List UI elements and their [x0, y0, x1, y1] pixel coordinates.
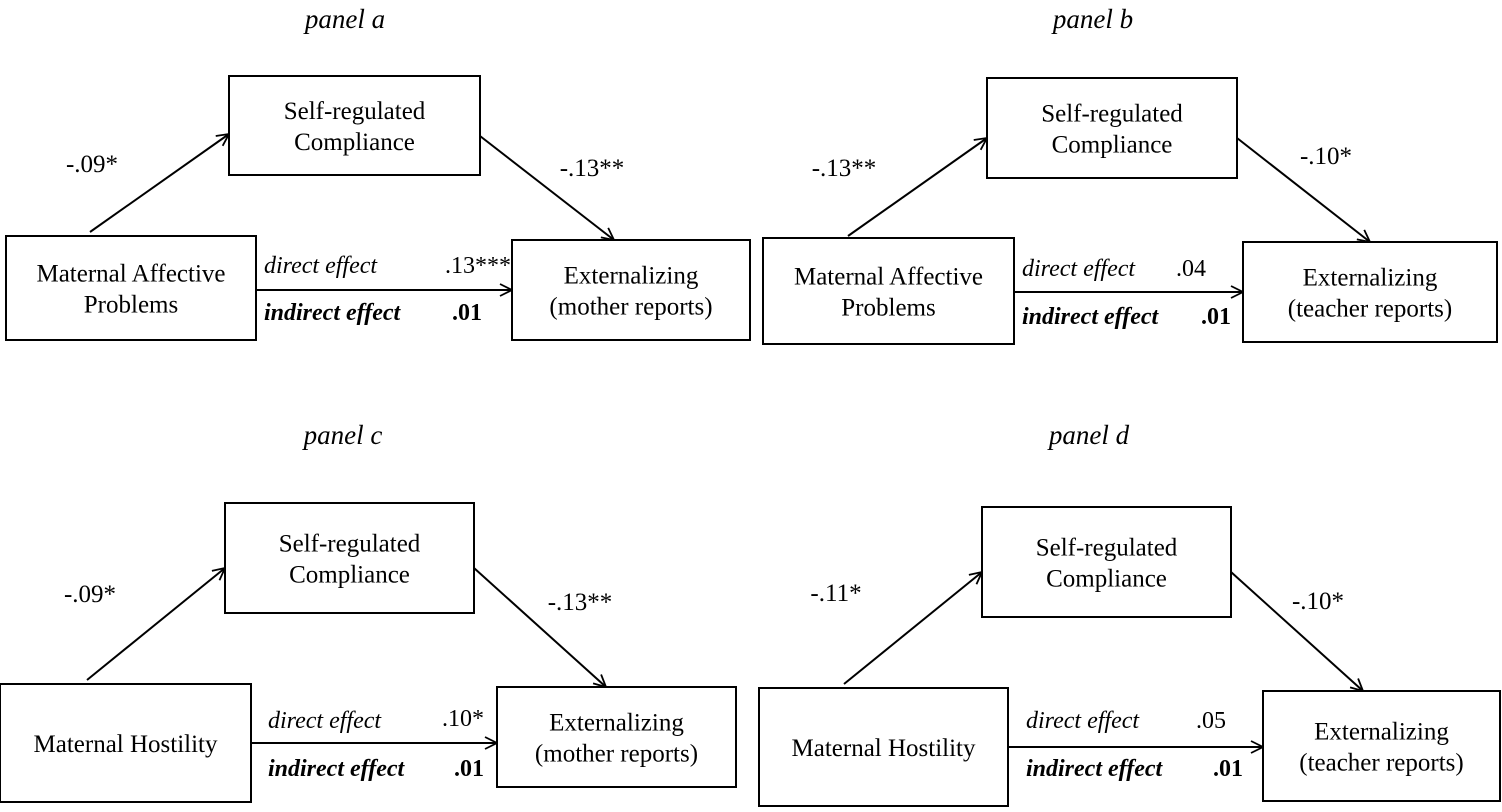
- indirect-effect-label: indirect effect: [268, 756, 406, 782]
- outcome-box: [1262, 690, 1501, 802]
- path-b-coefficient: -.10*: [1300, 143, 1352, 170]
- mediator-label: Self-regulated: [279, 531, 421, 558]
- predictor-box: [0, 683, 252, 803]
- outcome-label: (teacher reports): [1288, 296, 1452, 323]
- mediator-label: Compliance: [289, 562, 410, 589]
- path-a-coefficient: -.09*: [66, 151, 118, 178]
- path-b-coefficient: -.10*: [1292, 588, 1344, 615]
- indirect-effect-label: indirect effect: [1022, 304, 1160, 330]
- path-b-arrow: [473, 567, 606, 687]
- mediator-label: Compliance: [294, 129, 415, 156]
- mediation-panel: panel b Self-regulatedComplianceMaternal …: [762, 4, 1498, 345]
- direct-effect-label: direct effect: [268, 708, 382, 734]
- outcome-label: Externalizing: [1303, 265, 1438, 292]
- mediator-label: Self-regulated: [284, 98, 426, 125]
- indirect-effect-value: .01: [452, 300, 482, 326]
- predictor-box: [5, 235, 257, 341]
- path-a-arrow: [843, 572, 982, 685]
- path-a-coefficient: -.11*: [810, 580, 861, 607]
- mediator-box: [986, 77, 1238, 179]
- indirect-effect-value: .01: [454, 756, 484, 782]
- outcome-label: Externalizing: [549, 710, 684, 737]
- path-b-arrow: [479, 135, 614, 240]
- direct-effect-value: .10*: [442, 706, 484, 732]
- panel-title: panel b: [1051, 4, 1133, 34]
- indirect-effect-label: indirect effect: [1026, 756, 1164, 782]
- indirect-effect-label: indirect effect: [264, 300, 402, 326]
- direct-effect-label: direct effect: [264, 253, 378, 279]
- path-a-arrow: [86, 568, 225, 681]
- direct-effect-label: direct effect: [1026, 708, 1140, 734]
- panel-title: panel c: [302, 420, 383, 450]
- predictor-label: Maternal Hostility: [792, 735, 976, 762]
- mediator-label: Self-regulated: [1041, 101, 1183, 128]
- outcome-label: (mother reports): [535, 741, 698, 768]
- direct-effect-label: direct effect: [1022, 256, 1136, 282]
- mediation-panel: panel a Self-regulatedComplianceMaternal …: [5, 4, 751, 341]
- predictor-label: Maternal Affective: [794, 264, 983, 291]
- outcome-label: Externalizing: [1314, 719, 1449, 746]
- path-b-arrow: [1230, 571, 1363, 691]
- panel-title: panel a: [303, 4, 385, 34]
- outcome-box: [496, 686, 737, 788]
- outcome-label: (mother reports): [549, 294, 712, 321]
- mediator-label: Compliance: [1052, 132, 1173, 159]
- mediation-panel: panel d Self-regulatedComplianceMaternal …: [758, 420, 1501, 807]
- predictor-box: [758, 687, 1009, 807]
- direct-effect-value: .04: [1176, 256, 1206, 282]
- predictor-label: Problems: [841, 295, 935, 322]
- direct-effect-value: .13***: [445, 253, 511, 279]
- indirect-effect-value: .01: [1201, 304, 1231, 330]
- mediator-box: [981, 506, 1232, 618]
- outcome-box: [511, 239, 751, 341]
- predictor-box: [762, 237, 1015, 345]
- path-b-arrow: [1236, 137, 1370, 242]
- path-a-coefficient: -.13**: [812, 155, 877, 182]
- direct-effect-value: .05: [1196, 708, 1226, 734]
- indirect-effect-value: .01: [1213, 756, 1243, 782]
- path-a-arrow: [89, 134, 229, 233]
- mediator-box: [228, 75, 481, 176]
- predictor-label: Maternal Affective: [36, 261, 225, 288]
- mediator-box: [224, 502, 475, 614]
- outcome-label: Externalizing: [564, 263, 699, 290]
- mediator-label: Self-regulated: [1036, 535, 1178, 562]
- predictor-label: Problems: [84, 292, 178, 319]
- predictor-label: Maternal Hostility: [34, 731, 218, 758]
- panel-title: panel d: [1047, 420, 1130, 450]
- path-b-coefficient: -.13**: [548, 589, 613, 616]
- path-b-coefficient: -.13**: [560, 155, 625, 182]
- mediator-label: Compliance: [1046, 566, 1167, 593]
- outcome-label: (teacher reports): [1299, 750, 1463, 777]
- path-a-coefficient: -.09*: [64, 581, 116, 608]
- mediation-panel: panel c Self-regulatedComplianceMaternal …: [0, 420, 737, 803]
- outcome-box: [1242, 241, 1498, 343]
- path-a-arrow: [847, 138, 987, 237]
